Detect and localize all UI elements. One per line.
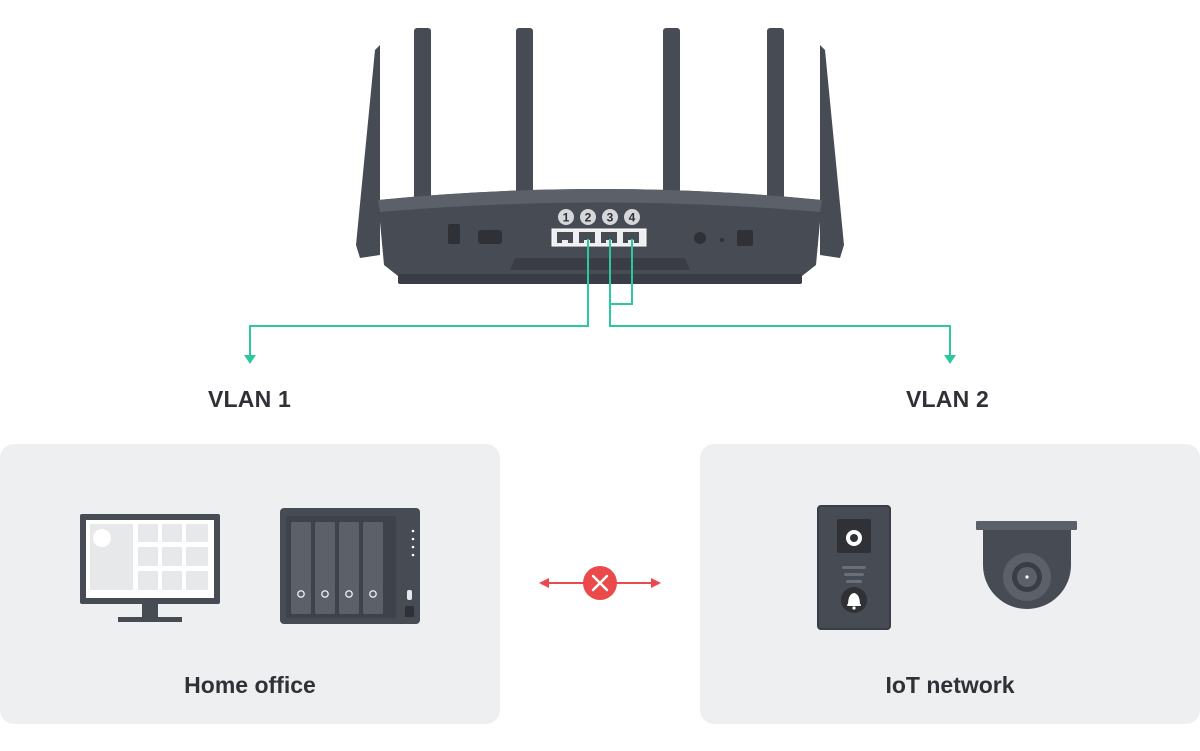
blocked-x-icon xyxy=(539,566,661,600)
router-icon: 1 2 3 4 xyxy=(356,28,844,284)
doorbell-speaker xyxy=(846,580,862,583)
antenna-mid-right xyxy=(663,28,680,243)
port-number-2: 2 xyxy=(585,211,592,225)
doorbell-speaker xyxy=(842,566,866,569)
vlan1-arrowhead xyxy=(244,355,256,364)
port-number-3: 3 xyxy=(607,211,614,225)
nas-bay-latch xyxy=(321,590,329,598)
monitor-tile xyxy=(162,547,182,566)
monitor-tile xyxy=(162,524,182,542)
nas-drive-bay xyxy=(315,522,335,614)
reset-button xyxy=(694,232,706,244)
port-badges: 1 2 3 4 xyxy=(558,209,640,225)
power-port xyxy=(737,230,753,246)
nas-icon xyxy=(280,508,420,624)
lan-port-4 xyxy=(623,232,639,243)
iot-network-label: IoT network xyxy=(885,672,1015,698)
bell-icon xyxy=(848,593,860,605)
monitor-icon xyxy=(80,514,220,622)
monitor-tile xyxy=(186,571,208,590)
antenna-right-outer xyxy=(820,45,844,258)
lan-port-2 xyxy=(579,232,595,243)
vlan1-link xyxy=(249,239,589,357)
nas-usb xyxy=(405,606,414,617)
usb-port xyxy=(448,224,460,244)
status-led xyxy=(720,238,724,242)
antenna-mid-left xyxy=(516,28,533,243)
port-badge-4 xyxy=(624,209,640,225)
dc-port xyxy=(478,230,502,244)
antenna-right-inner xyxy=(767,28,784,243)
doorbell-frame xyxy=(817,505,891,630)
vlan-links xyxy=(249,239,951,357)
vlan2-arrowhead xyxy=(944,355,956,364)
vlan1-label: VLAN 1 xyxy=(208,386,291,412)
lan-port-notch xyxy=(562,240,568,243)
router-base xyxy=(398,274,802,284)
doorbell-speaker xyxy=(844,573,864,576)
router-bottom-slot xyxy=(510,258,690,270)
monitor-tile xyxy=(186,547,208,566)
blocked-arrowhead-right xyxy=(651,578,661,588)
vlan2-link-port3 xyxy=(609,239,951,357)
monitor-avatar xyxy=(93,529,111,547)
port-badge-3 xyxy=(602,209,618,225)
camera-mount xyxy=(976,521,1077,530)
home-office-label: Home office xyxy=(184,672,316,698)
camera-lens-center xyxy=(1025,575,1029,579)
iot-network-panel xyxy=(700,444,1200,724)
lan-port-1 xyxy=(557,232,573,243)
nas-bay-latch xyxy=(345,590,353,598)
lan-port-block xyxy=(551,228,647,247)
monitor-foot xyxy=(118,617,182,622)
nas-bay-latch xyxy=(369,590,377,598)
router-body-top xyxy=(378,189,822,212)
monitor-neck xyxy=(142,604,158,618)
port-number-1: 1 xyxy=(563,211,570,225)
port-number-4: 4 xyxy=(629,211,636,225)
doorbell-icon xyxy=(817,505,891,630)
port-badge-2 xyxy=(580,209,596,225)
nas-bays xyxy=(291,522,383,614)
antenna-left-inner xyxy=(414,28,431,243)
nas-drive-bay xyxy=(363,522,383,614)
monitor-tile xyxy=(138,547,158,566)
monitor-tile xyxy=(138,571,158,590)
nas-button xyxy=(407,590,412,600)
monitor-tile xyxy=(162,571,182,590)
blocked-arrowhead-left xyxy=(539,578,549,588)
security-camera-icon xyxy=(976,521,1077,609)
monitor-tile xyxy=(138,524,158,542)
nas-drive-bay xyxy=(291,522,311,614)
monitor-tile xyxy=(186,524,208,542)
lan-port-3 xyxy=(601,232,617,243)
antenna-left-outer xyxy=(356,45,380,258)
nas-leds xyxy=(411,529,415,557)
vlan2-label: VLAN 2 xyxy=(906,386,989,412)
vlan2-link-port4 xyxy=(610,239,633,305)
nas-bay-latch xyxy=(297,590,305,598)
port-badge-1 xyxy=(558,209,574,225)
nas-drive-bay xyxy=(339,522,359,614)
